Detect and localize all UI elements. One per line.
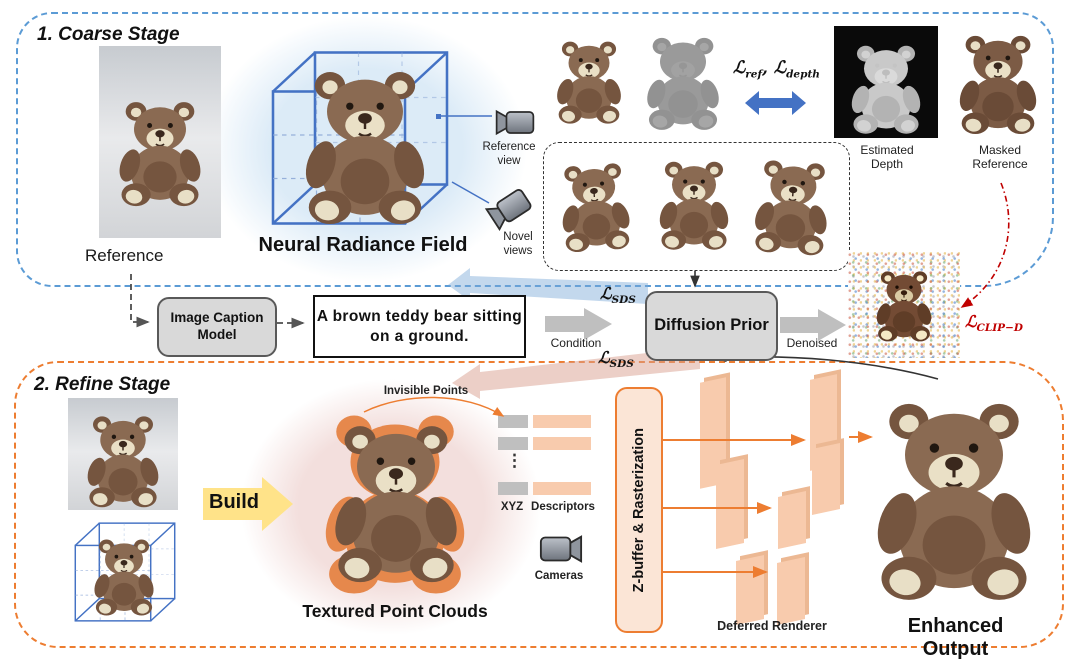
enhanced-output-bear	[856, 376, 1052, 620]
deferred-renderer-label: Deferred Renderer	[717, 619, 827, 633]
teddy-bear-illustration	[77, 410, 169, 510]
image-caption-model-box: Image Caption Model	[157, 297, 277, 357]
zbuffer-rasterization-box: Z-buffer & Rasterization	[615, 387, 663, 633]
build-label: Build	[209, 491, 259, 513]
estimated-depth-image	[834, 26, 938, 138]
diffusion-prior-label: Diffusion Prior	[654, 316, 769, 335]
masked-reference-label: Masked Reference	[972, 143, 1028, 172]
clip-loss-label: ℒCLIP−D	[965, 312, 1023, 335]
enhanced-output-label: Enhanced Output	[907, 615, 1004, 660]
rendered-depth-silhouette	[637, 31, 729, 133]
coarse-stage-title: 1. Coarse Stage	[37, 24, 180, 45]
ellipsis-dots: ⋮	[506, 451, 523, 470]
refine-stage-title: 2. Refine Stage	[34, 374, 171, 395]
novel-views-group	[543, 142, 850, 271]
noisy-denoised-image	[848, 252, 960, 358]
teddy-bear-illustration	[108, 66, 212, 238]
textured-pointclouds-label: Textured Point Clouds	[302, 601, 488, 621]
depth-map-bear	[842, 38, 930, 138]
cameras-icon	[538, 533, 584, 565]
sds-loss-label-top: ℒSDS	[600, 284, 636, 307]
renderer-plane	[736, 555, 764, 625]
reference-view-camera-icon	[494, 108, 536, 137]
image-caption-model-label: Image Caption Model	[170, 310, 264, 342]
nerf-label: Neural Radiance Field	[258, 234, 468, 256]
novel-view-2	[650, 148, 738, 260]
condition-label: Condition	[550, 336, 602, 350]
refine-reference-thumbnail	[68, 398, 178, 510]
coarse-stage-region	[16, 12, 1054, 287]
renderer-plane	[716, 459, 744, 549]
reference-image	[99, 46, 221, 238]
sds-loss-label-bottom: ℒSDS	[598, 348, 634, 371]
invisible-points-label: Invisible Points	[383, 385, 469, 397]
refine-cube-bear	[86, 534, 162, 618]
renderer-plane	[778, 491, 806, 549]
denoised-label: Denoised	[786, 336, 838, 350]
prompt-text-box: A brown teddy bear sitting on a ground.	[313, 295, 526, 358]
renderer-plane	[777, 557, 805, 625]
cameras-label: Cameras	[534, 570, 584, 582]
rendered-reference-view	[548, 30, 630, 132]
novel-views-label: Novel views	[503, 231, 533, 257]
novel-view-1	[548, 150, 641, 262]
descriptor-bar	[533, 482, 591, 495]
estimated-depth-label: Estimated Depth	[860, 143, 914, 172]
reference-label: Reference	[85, 246, 164, 265]
xyz-bar	[498, 415, 528, 428]
zbuffer-label: Z-buffer & Rasterization	[631, 427, 647, 593]
descriptor-bar	[533, 437, 591, 450]
masked-reference-image	[948, 29, 1048, 137]
prompt-text: A brown teddy bear sitting on a ground.	[316, 308, 523, 345]
descriptors-label: Descriptors	[531, 501, 595, 513]
reference-view-label: Reference view	[482, 141, 536, 167]
ref-depth-loss-label: ℒref, ℒdepth	[733, 58, 820, 81]
nerf-teddy-bear	[289, 60, 441, 230]
diffusion-prior-box: Diffusion Prior	[645, 291, 778, 361]
descriptor-bar	[533, 415, 591, 428]
novel-view-3	[742, 149, 841, 263]
textured-pointcloud-bear	[318, 406, 474, 596]
xyz-bar	[498, 482, 528, 495]
xyz-bar	[498, 437, 528, 450]
noisy-bear	[869, 264, 939, 346]
renderer-plane	[812, 443, 840, 515]
xyz-label: XYZ	[500, 501, 524, 513]
